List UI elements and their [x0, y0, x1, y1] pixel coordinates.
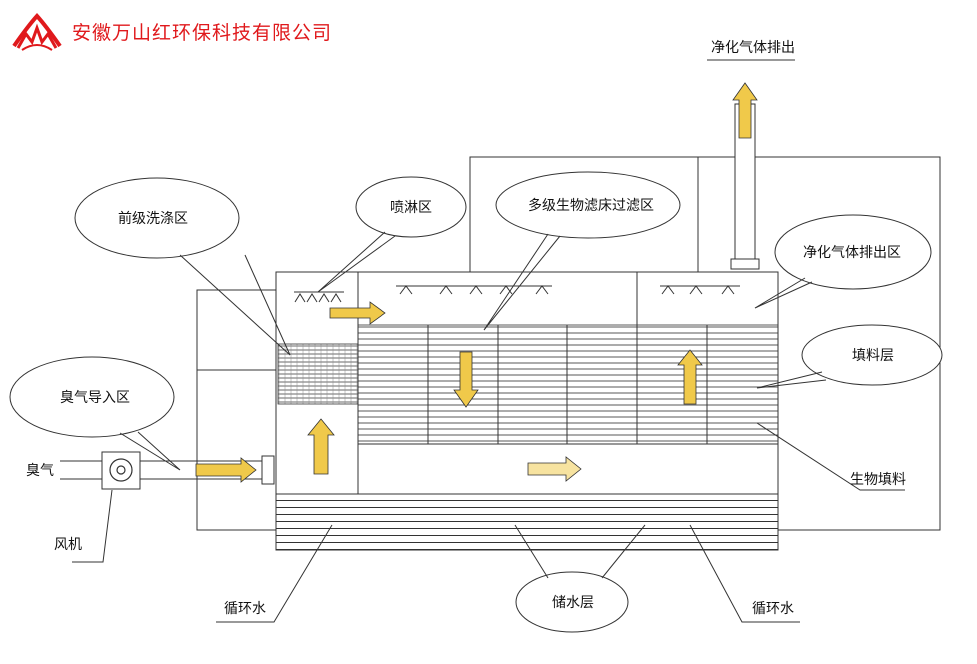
label-water-storage: 储水层 [552, 595, 594, 611]
label-spray: 喷淋区 [390, 200, 432, 216]
label-bio-packing: 生物填料 [850, 472, 906, 488]
callout-spray [355, 176, 467, 238]
upper-housing [469, 156, 941, 531]
leader-lines [72, 59, 905, 623]
callout-clean-gas-zone [774, 214, 932, 290]
callout-water-storage [515, 571, 629, 633]
pre-wash-box [196, 289, 276, 531]
label-clean-gas-zone: 净化气体排出区 [803, 245, 901, 261]
label-circ-water-left: 循环水 [224, 601, 266, 617]
arrow-right-spray [329, 301, 386, 325]
mountain-logo-icon [12, 13, 62, 51]
bio-filter-packing [357, 324, 779, 445]
arrow-up-filter [677, 349, 703, 405]
callout-multi-bio [495, 171, 681, 239]
callout-packing-layer [801, 324, 943, 386]
arrow-up-prewash [307, 418, 335, 475]
label-multi-bio: 多级生物滤床过滤区 [528, 197, 654, 214]
label-odor-intake: 臭气导入区 [60, 390, 130, 406]
company-name: 安徽万山红环保科技有限公司 [72, 22, 333, 44]
water-storage-layer [275, 493, 779, 551]
label-clean-gas-top: 净化气体排出 [711, 40, 795, 56]
arrow-up-exhaust [732, 82, 758, 139]
arrow-intake [195, 457, 257, 483]
pre-wash-packing [277, 343, 359, 405]
exhaust-chimney [730, 103, 760, 270]
label-packing-layer: 填料层 [852, 348, 894, 364]
label-odor: 臭气 [26, 463, 54, 479]
callout-pre-wash [74, 177, 240, 259]
label-circ-water-right: 循环水 [752, 601, 794, 617]
flow-arrows [195, 82, 758, 483]
arrow-down-filter [453, 351, 479, 408]
arrow-right-bottom [527, 456, 582, 482]
label-fan: 风机 [54, 537, 82, 553]
label-pre-wash: 前级洗涤区 [118, 210, 188, 227]
fan-icon [109, 458, 133, 482]
callout-odor-intake [9, 356, 175, 438]
spray-nozzles [294, 285, 740, 303]
